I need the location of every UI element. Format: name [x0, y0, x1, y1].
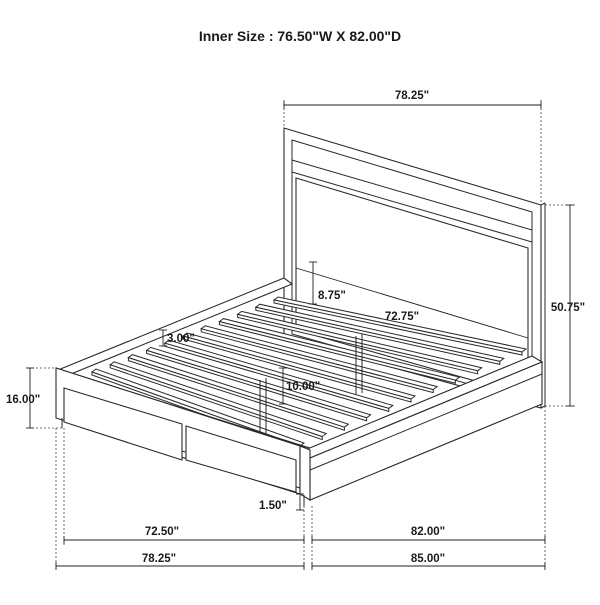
dim-headboard-height: 50.75" — [551, 302, 585, 314]
inner-size-title: Inner Size : 76.50"W X 82.00"D — [198, 28, 402, 44]
dim-slat-gap: 3.00" — [167, 333, 195, 345]
slat-edge — [164, 342, 390, 413]
dim-panel-width: 72.75" — [385, 311, 419, 323]
slat-edge — [127, 356, 345, 431]
headboard-top-band-2 — [291, 171, 533, 243]
dim-footboard-inner: 72.50" — [145, 526, 179, 538]
slat-edge — [218, 320, 456, 384]
footboard — [55, 367, 311, 506]
dim-leg-height: 1.50" — [259, 500, 287, 512]
center-support — [259, 334, 363, 440]
dim-rail-length: 82.00" — [411, 526, 445, 538]
dim-overall-length: 85.00" — [411, 553, 445, 565]
dim-panel-inset: 8.75" — [318, 290, 346, 302]
dim-headboard-width: 78.25" — [395, 90, 429, 102]
footboard-drawer-right — [185, 425, 297, 493]
slat-edge — [273, 299, 523, 356]
dim-overall-width: 78.25" — [142, 553, 176, 565]
footboard-drawer-left — [63, 387, 183, 461]
slat-edge — [109, 364, 323, 441]
slats — [90, 296, 528, 450]
headboard-top-band — [291, 159, 533, 231]
slat-edge — [146, 349, 368, 422]
slat-edge — [255, 306, 501, 366]
slat-edge — [182, 335, 412, 403]
dim-rail-height: 10.00" — [286, 381, 320, 393]
dim-footboard-height: 16.00" — [6, 394, 40, 406]
slat-edge — [237, 313, 479, 375]
